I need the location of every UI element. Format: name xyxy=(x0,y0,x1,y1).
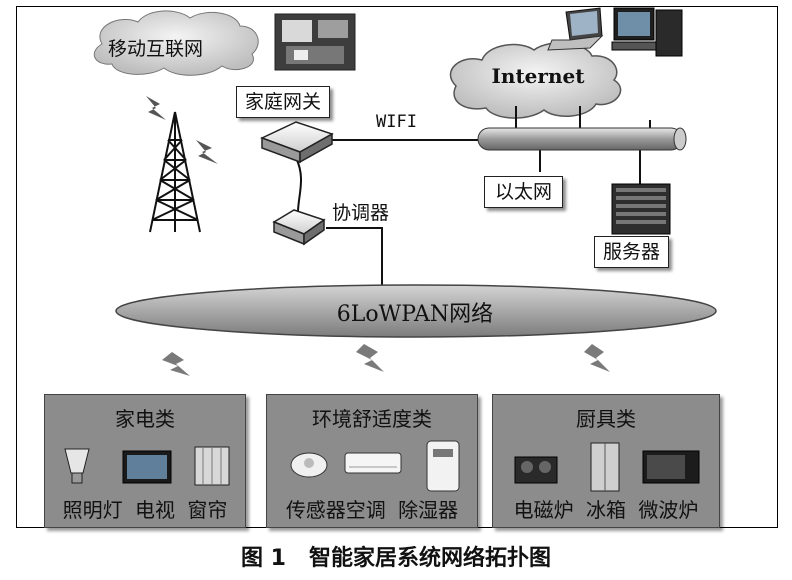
home-gateway-device xyxy=(260,121,334,164)
category-items: 照明灯 电视 窗帘 xyxy=(62,498,228,522)
coordinator-label: 协调器 xyxy=(332,202,390,224)
figure-caption: 图 1 智能家居系统网络拓扑图 xyxy=(241,546,551,571)
induction-cooker-icon xyxy=(514,456,558,484)
wireless-bolt-icons xyxy=(162,344,610,376)
mobile-internet-cloud xyxy=(93,10,259,76)
microwave-icon xyxy=(642,450,700,484)
dehumidifier-icon xyxy=(426,440,460,492)
desktop-computer-icon xyxy=(611,7,683,57)
tv-icon xyxy=(122,450,172,484)
category-items: 电磁炉 冰箱 微波炉 xyxy=(513,498,699,522)
wifi-label: WIFI xyxy=(376,112,417,132)
home-gateway-label: 家庭网关 xyxy=(236,86,331,118)
internet-cloud xyxy=(449,42,622,119)
environment-icons xyxy=(290,440,460,492)
category-appliances: 家电类 照明灯 电视 窗帘 xyxy=(44,394,246,528)
wireless-signal-icon xyxy=(146,96,218,164)
home-photo-icon xyxy=(274,13,356,71)
lowpan-network-ellipse xyxy=(115,284,717,338)
category-title: 家电类 xyxy=(115,407,175,431)
curtain-icon xyxy=(194,446,230,486)
category-title: 环境舒适度类 xyxy=(312,407,432,431)
ethernet-label: 以太网 xyxy=(484,176,564,208)
category-environment: 环境舒适度类 传感器空调 除湿器 xyxy=(266,394,478,528)
appliance-icons xyxy=(64,446,230,486)
refrigerator-icon xyxy=(590,442,620,492)
cell-tower-icon xyxy=(149,111,201,233)
internet-label: Internet xyxy=(491,64,585,88)
category-kitchen: 厨具类 电磁炉 冰箱 微波炉 xyxy=(492,394,720,528)
light-bulb-icon xyxy=(64,448,90,484)
coordinator-device xyxy=(272,209,326,246)
kitchen-icons xyxy=(514,442,700,492)
category-title: 厨具类 xyxy=(576,407,636,431)
lowpan-network-label: 6LoWPAN网络 xyxy=(336,302,494,327)
mobile-internet-label: 移动互联网 xyxy=(108,38,204,60)
air-conditioner-icon xyxy=(344,452,402,474)
ethernet-bus xyxy=(477,127,687,151)
sensor-icon xyxy=(290,452,328,478)
laptop-icon xyxy=(547,7,604,51)
category-items: 传感器空调 除湿器 xyxy=(285,498,459,522)
server-icon xyxy=(611,183,671,235)
server-label: 服务器 xyxy=(594,236,670,268)
connection-lines xyxy=(295,106,651,300)
